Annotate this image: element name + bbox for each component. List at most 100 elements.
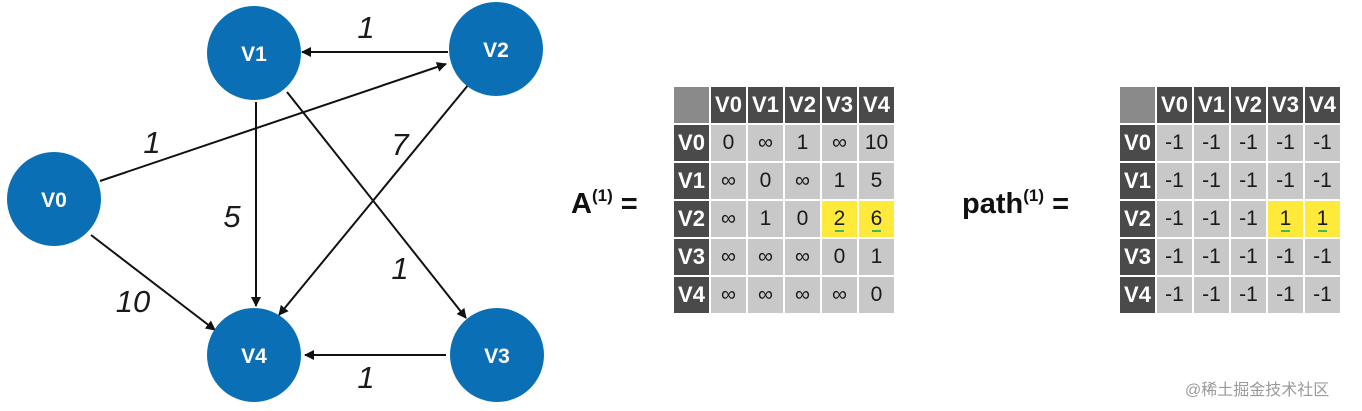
matrix-a-cell-v0-v1: ∞: [746, 123, 785, 163]
path-matrix-column-header-v4: V4: [1303, 85, 1342, 125]
node-circle: [450, 308, 544, 402]
path-matrix-column-header-v3: V3: [1266, 85, 1305, 125]
path-matrix-superscript: (1): [1023, 186, 1044, 205]
path-matrix-cell-v3-v0: -1: [1155, 237, 1194, 277]
path-matrix-cell-v4-v4: -1: [1303, 275, 1342, 315]
node-label: V2: [483, 39, 509, 62]
matrix-a-cell-v4-v1: ∞: [746, 275, 785, 315]
edge-weight-v2-v1: 1: [357, 10, 374, 45]
path-matrix-cell-v2-v4: 1: [1303, 199, 1342, 239]
path-matrix-cell-v0-v4: -1: [1303, 123, 1342, 163]
matrix-a-equation: A(1) =: [571, 186, 638, 221]
path-matrix-cell-v1-v0: -1: [1155, 161, 1194, 201]
path-matrix-cell-v1-v4: -1: [1303, 161, 1342, 201]
path-matrix-cell-v3-v1: -1: [1192, 237, 1231, 277]
matrix-a-row-header-v4: V4: [672, 275, 711, 315]
matrix-a-cell-v2-v3: 2: [820, 199, 859, 239]
matrix-a-cell-v1-v2: ∞: [783, 161, 822, 201]
path-matrix-cell-v2-v2: -1: [1229, 199, 1268, 239]
matrix-a-cell-v3-v3: 0: [820, 237, 859, 277]
path-matrix-row-v1: V1-1-1-1-1-1: [1118, 161, 1342, 201]
path-matrix-cell-v4-v3: -1: [1266, 275, 1305, 315]
matrix-a-cell-v0-v4: 10: [857, 123, 896, 163]
graph-node-v2: V2: [449, 2, 543, 96]
graph-node-v1: V1: [207, 6, 301, 100]
edge-arrow-v0-v4: [90, 234, 216, 331]
path-matrix-cell-v4-v2: -1: [1229, 275, 1268, 315]
path-matrix-cell-v0-v2: -1: [1229, 123, 1268, 163]
edge-weight-v0-v4: 10: [116, 284, 150, 319]
path-matrix-column-header-v2: V2: [1229, 85, 1268, 125]
edge-arrow-v2-v4: [278, 83, 470, 316]
matrix-a-cell-v0-v0: 0: [709, 123, 748, 163]
matrix-a-equals-sign: =: [620, 188, 638, 220]
matrix-a-cell-v0-v3: ∞: [820, 123, 859, 163]
path-matrix-cell-v1-v1: -1: [1192, 161, 1231, 201]
matrix-a-column-header-v3: V3: [820, 85, 859, 125]
path-matrix-row-header-v3: V3: [1118, 237, 1157, 277]
matrix-a-name: A: [571, 188, 592, 220]
matrix-a-cell-v4-v0: ∞: [709, 275, 748, 315]
path-matrix-row-v4: V4-1-1-1-1-1: [1118, 275, 1342, 315]
path-matrix-cell-v1-v2: -1: [1229, 161, 1268, 201]
matrix-a-cell-v2-v0: ∞: [709, 199, 748, 239]
path-matrix-equation: path(1) =: [962, 186, 1069, 221]
path-matrix-row-v0: V0-1-1-1-1-1: [1118, 123, 1342, 163]
edge-weight-v3-v4: 1: [357, 360, 374, 395]
watermark-text: @稀土掘金技术社区: [1185, 382, 1330, 399]
node-circle: [207, 6, 301, 100]
graph-node-v4: V4: [207, 308, 301, 402]
edge-weight-v1-v4: 5: [223, 199, 241, 234]
matrix-a-cell-v4-v3: ∞: [820, 275, 859, 315]
graph-node-v0: V0: [7, 152, 101, 246]
path-matrix-cell-v4-v0: -1: [1155, 275, 1194, 315]
edge-weight-v0-v2: 1: [143, 125, 160, 160]
edge-weight-v1-v3: 1: [391, 251, 408, 286]
path-matrix-cell-v0-v1: -1: [1192, 123, 1231, 163]
node-label: V1: [241, 43, 267, 66]
node-circle: [449, 2, 543, 96]
path-matrix-row-header-v1: V1: [1118, 161, 1157, 201]
path-matrix-cell-v0-v3: -1: [1266, 123, 1305, 163]
matrix-a-cell-v1-v1: 0: [746, 161, 785, 201]
node-circle: [7, 152, 101, 246]
matrix-a-cell-v3-v1: ∞: [746, 237, 785, 277]
path-matrix-cell-v2-v0: -1: [1155, 199, 1194, 239]
path-matrix-cell-v3-v4: -1: [1303, 237, 1342, 277]
matrix-a-row-v4: V4∞∞∞∞0: [672, 275, 896, 315]
matrix-a-cell-v2-v1: 1: [746, 199, 785, 239]
graph-node-v3: V3: [450, 308, 544, 402]
path-matrix-row-header-v2: V2: [1118, 199, 1157, 239]
matrix-a-corner-cell: [672, 85, 711, 125]
path-matrix-equals-sign: =: [1052, 188, 1069, 220]
node-label: V4: [241, 345, 267, 368]
matrix-a-cell-v2-v4: 6: [857, 199, 896, 239]
path-matrix-cell-v2-v3: 1: [1266, 199, 1305, 239]
path-matrix-row-v3: V3-1-1-1-1-1: [1118, 237, 1342, 277]
matrix-a-column-header-v0: V0: [709, 85, 748, 125]
matrix-a-superscript: (1): [591, 186, 613, 205]
path-matrix-cell-v1-v3: -1: [1266, 161, 1305, 201]
matrix-a-cell-v3-v2: ∞: [783, 237, 822, 277]
path-matrix-column-header-v1: V1: [1192, 85, 1231, 125]
path-matrix-row-header-v0: V0: [1118, 123, 1157, 163]
path-matrix-cell-v0-v0: -1: [1155, 123, 1194, 163]
path-matrix-column-header-v0: V0: [1155, 85, 1194, 125]
matrix-a-row-header-v1: V1: [672, 161, 711, 201]
matrix-a-row-header-v0: V0: [672, 123, 711, 163]
matrix-a-column-header-v4: V4: [857, 85, 896, 125]
matrix-a-cell-v4-v2: ∞: [783, 275, 822, 315]
path-matrix-cell-v3-v2: -1: [1229, 237, 1268, 277]
edge-arrow-v0-v2: [99, 62, 447, 182]
edge-arrow-v1-v3: [286, 91, 467, 319]
